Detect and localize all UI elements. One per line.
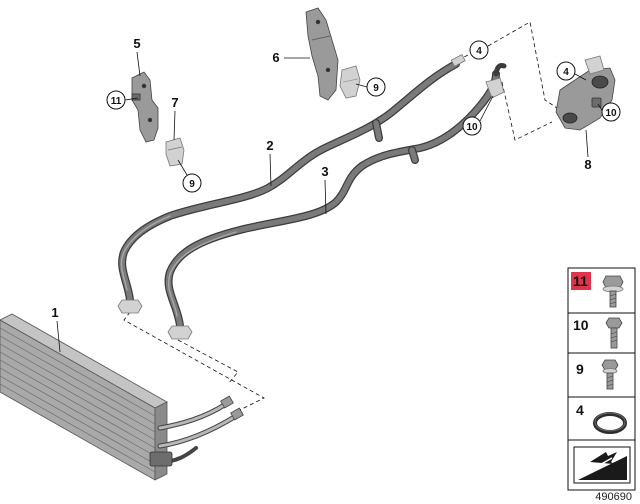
transmission-oil-cooler[interactable]: [0, 313, 244, 481]
cooler-end-face: [154, 401, 168, 481]
callout-11: 11: [111, 96, 122, 107]
legend-label-9: 9: [576, 361, 584, 377]
callout-7[interactable]: 7: [171, 95, 178, 110]
legend-label-4: 4: [576, 402, 584, 418]
callout-bubble-11[interactable]: 11: [106, 90, 126, 110]
connector-port-upper: [591, 75, 609, 89]
oil-cooler-line-feed[interactable]: [117, 53, 466, 314]
bolt-icon: [601, 359, 619, 390]
callout-6[interactable]: 6: [272, 50, 279, 65]
feed-line-end-tube: [450, 53, 466, 67]
callout-9: 9: [189, 179, 195, 190]
o-ring-icon: [593, 412, 627, 434]
legend-item-vehicle-ramp[interactable]: [573, 446, 631, 484]
cooler-front-face: [0, 319, 156, 481]
legend-item-11[interactable]: 11: [571, 272, 624, 308]
callout-bubble-9-b[interactable]: 9: [366, 77, 386, 97]
bracket-edge: [311, 35, 331, 41]
leader-lines: [56, 51, 603, 353]
legend-item-9[interactable]: 9: [576, 359, 619, 390]
bracket-screw: [131, 93, 141, 101]
legend-label-11: 11: [573, 273, 588, 289]
callout-4: 4: [476, 46, 482, 57]
legend-item-4[interactable]: 4: [576, 402, 627, 434]
line-clip-7[interactable]: [165, 137, 185, 167]
return-line-clip: [485, 77, 505, 99]
legend-label-10: 10: [573, 317, 589, 333]
callout-2[interactable]: 2: [266, 138, 273, 153]
callout-bubble-4-b[interactable]: 4: [556, 61, 576, 81]
connector-port-lower: [562, 112, 578, 124]
legend-item-10[interactable]: 10: [573, 317, 623, 349]
callout-bubble-10-a[interactable]: 10: [601, 102, 621, 122]
callout-bubble-4-a[interactable]: 4: [469, 40, 489, 60]
legend-highlight-box: [571, 272, 591, 290]
line-bracket-6[interactable]: [305, 7, 339, 101]
callout-3[interactable]: 3: [321, 164, 328, 179]
bracket-hole: [315, 19, 321, 25]
connector-bolt: [591, 97, 602, 108]
bracket-hole: [147, 117, 153, 123]
callout-4: 4: [563, 67, 569, 78]
return-line-end-hook: [493, 63, 507, 77]
diagram-number: 490690: [595, 491, 632, 503]
callout-bubble-10-b[interactable]: 10: [462, 116, 482, 136]
flange-bolt-icon: [602, 275, 624, 308]
vehicle-ramp-icon: [573, 446, 631, 484]
callout-10: 10: [605, 108, 617, 119]
bracket-hole: [141, 83, 147, 89]
line-bracket-5[interactable]: [131, 71, 159, 143]
callout-8[interactable]: 8: [584, 157, 591, 172]
cooler-fins: [0, 327, 156, 473]
line-clip-9[interactable]: [339, 65, 361, 99]
bolt-icon: [605, 317, 623, 349]
callout-9: 9: [373, 83, 379, 94]
callout-1[interactable]: 1: [51, 305, 58, 320]
cooler-connection-pipes: [149, 395, 244, 467]
feed-line-bottom-nut: [117, 299, 143, 314]
callout-10: 10: [466, 122, 478, 133]
oil-line-connector-8[interactable]: [555, 55, 616, 131]
bracket-hole: [325, 67, 331, 73]
callout-bubble-9-a[interactable]: 9: [182, 173, 202, 193]
callouts: 1 2 3 5 6 7 8 11 9 9 4 4 10: [51, 36, 621, 320]
oil-cooler-line-return[interactable]: [164, 63, 507, 340]
fastener-legend: 11 10 9: [567, 267, 636, 491]
callout-5[interactable]: 5: [133, 36, 140, 51]
return-line-bottom-nut: [167, 325, 193, 340]
